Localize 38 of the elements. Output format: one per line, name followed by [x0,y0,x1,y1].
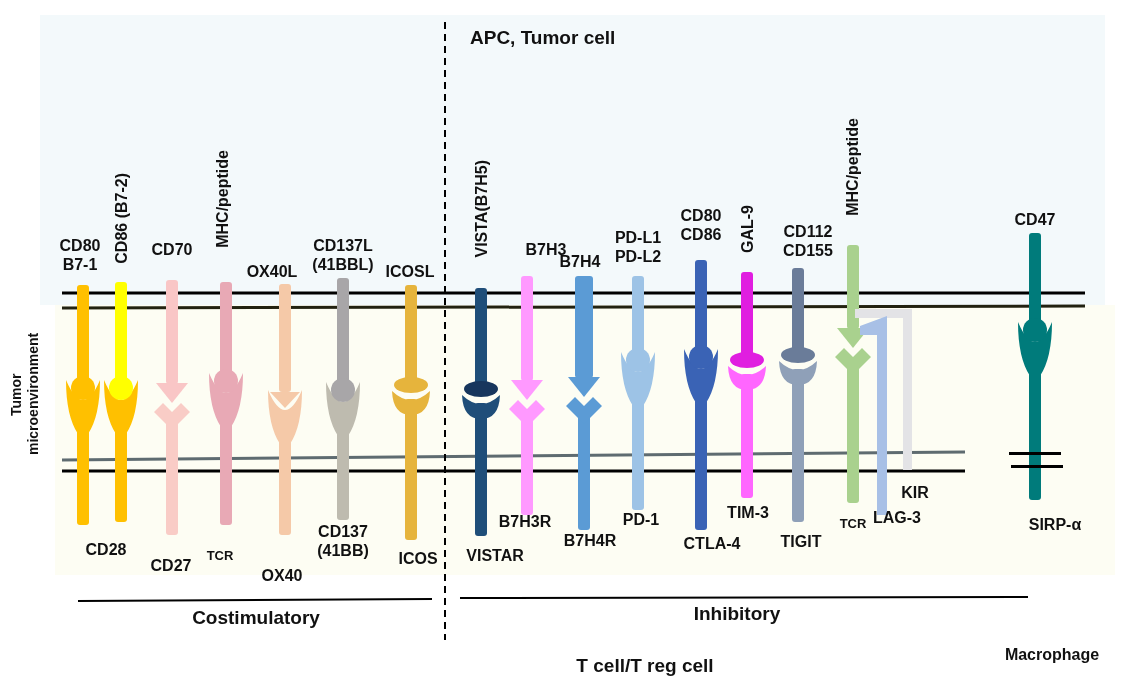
molecule-label: TCR [839,515,867,533]
molecule-label: OX40 [261,566,303,585]
region-heading: Tumor microenvironment [8,335,42,455]
molecule-label: GAL-9 [737,205,757,253]
molecule-label: MHC/peptide [212,150,232,248]
molecule-label: ICOS [398,549,438,568]
molecule-label: CD137L (41BBL) [312,236,374,274]
molecule-label: TIM-3 [727,503,769,522]
molecule-label: CD47 [1014,210,1056,229]
cell-type-label: Macrophage [1004,645,1100,664]
molecule-label: CD86 (B7-2) [111,173,131,264]
molecule-label: SIRP-α [1028,515,1082,534]
cell-type-label: T cell/T reg cell [576,655,714,677]
molecule-label: KIR [901,483,929,502]
group-heading: Inhibitory [693,603,781,625]
cell-region-band [40,15,1105,305]
molecule-label: OX40L [246,262,298,281]
molecule-label: VISTAR [466,546,524,565]
molecule-label: CD70 [151,240,193,259]
region-heading: APC, Tumor cell [470,27,616,49]
molecule-label: B7H3R [498,512,552,531]
molecule-label: CTLA-4 [683,534,741,553]
molecule-label: CD80 B7-1 [59,236,101,274]
molecule-label: LAG-3 [873,508,921,527]
molecule-label: PD-L1 PD-L2 [613,228,663,266]
molecule-label: VISTA(B7H5) [471,160,491,258]
molecule-label: TCR [206,547,234,565]
molecule-label: ICOSL [385,262,435,281]
molecule-label: TIGIT [780,532,822,551]
molecule-label: MHC/peptide [842,118,862,216]
molecule-label: B7H4R [563,531,617,550]
molecule-label: CD27 [150,556,192,575]
molecule-label: CD137 (41BB) [317,522,369,560]
molecule-label: PD-1 [622,510,660,529]
group-heading: Costimulatory [192,607,320,629]
molecule-label: CD28 [85,540,127,559]
molecule-label: CD112 CD155 [783,222,833,260]
molecule-label: CD80 CD86 [680,206,722,244]
